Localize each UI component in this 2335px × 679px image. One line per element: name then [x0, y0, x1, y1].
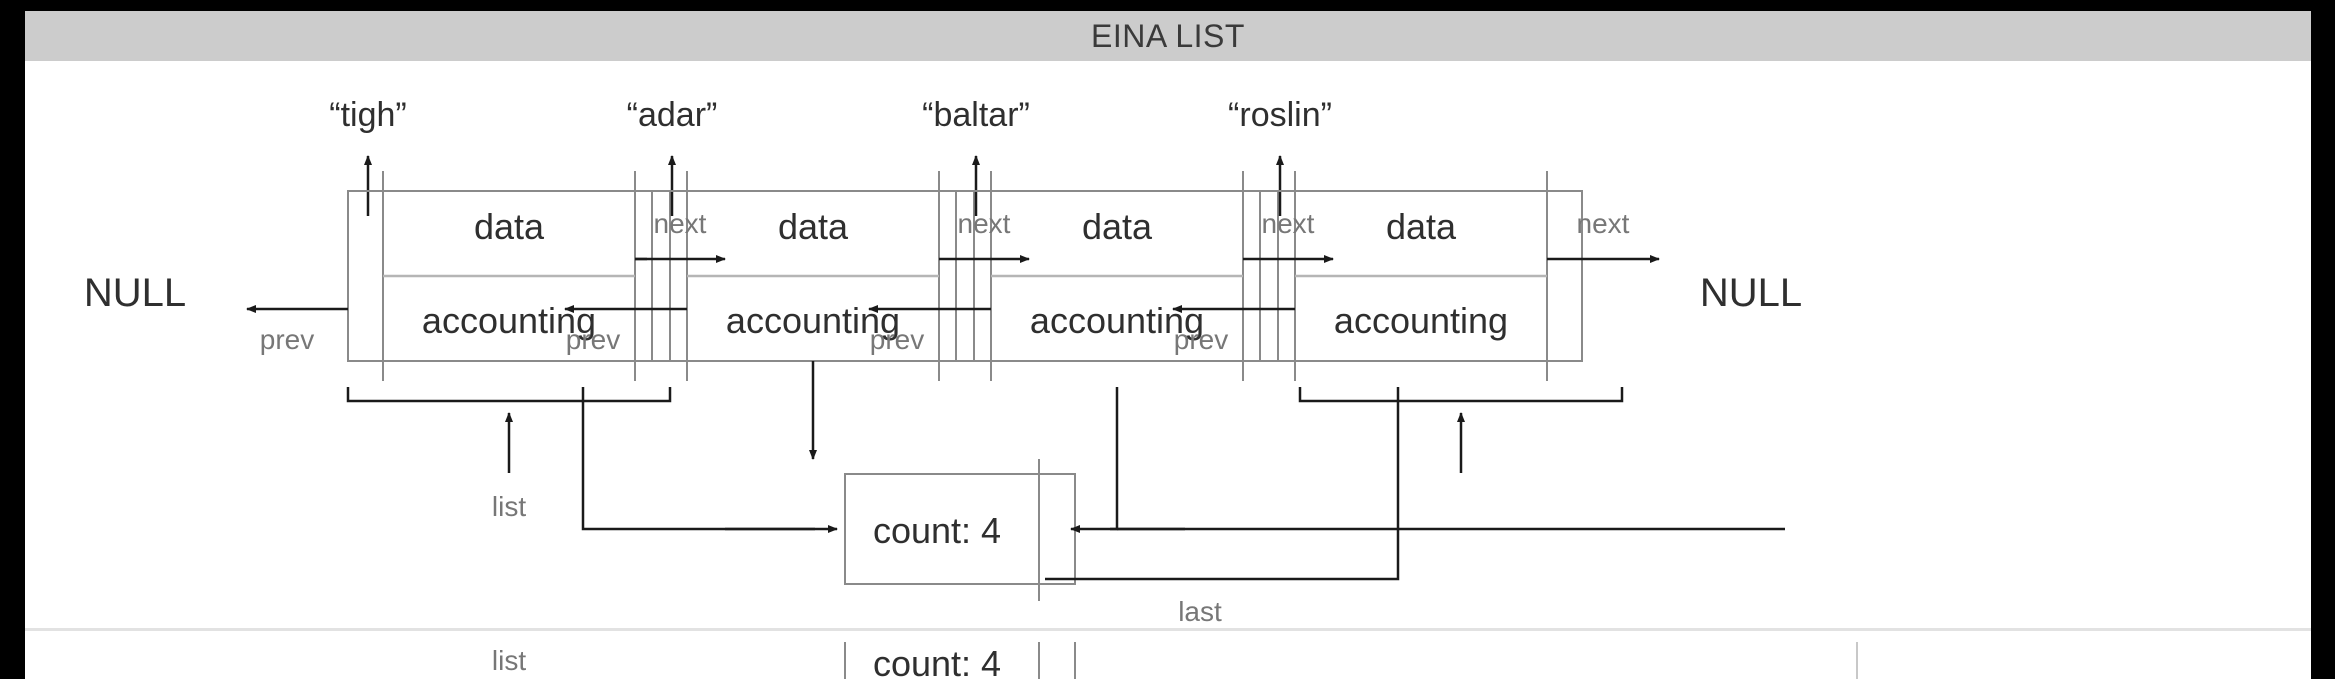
strip-divider [25, 628, 2311, 631]
prev-label: prev [1174, 324, 1228, 355]
list-to-count-line [581, 387, 815, 531]
node-baltar[interactable]: “baltar” data accounting [922, 96, 1279, 381]
linked-list-svg: “tigh” data accounting “adar” [84, 96, 1802, 627]
node-data-label: data [1386, 206, 1457, 247]
next-pointers: next next next next [635, 208, 1660, 263]
node-box [1259, 190, 1583, 362]
node-key-label: “baltar” [922, 96, 1030, 134]
page-title: EINA LIST [1091, 17, 1245, 54]
node-data-label: data [778, 206, 849, 247]
node-adar[interactable]: “adar” data accounting [627, 96, 975, 381]
null-terminator-left: NULL [84, 271, 186, 315]
node-data-label: data [1082, 206, 1153, 247]
node-box [347, 190, 671, 362]
count-label: count: 4 [873, 510, 1001, 551]
list-label-clipped: list [492, 645, 526, 676]
node3-to-count-line [1110, 387, 1119, 531]
prev-pointers: prev prev prev prev [246, 305, 1295, 355]
last-label: last [1178, 596, 1222, 627]
prev-label: prev [260, 324, 314, 355]
node-accounting-label: accounting [1334, 300, 1508, 341]
last-pointer-group: last [1045, 387, 1624, 627]
lower-clipped-strip: list count: 4 [25, 628, 2311, 679]
next-label: next [958, 208, 1011, 239]
next-label: next [1262, 208, 1315, 239]
node-roslin[interactable]: “roslin” data accounting [1228, 96, 1583, 381]
node-key-label: “roslin” [1228, 96, 1332, 134]
null-terminator-right: NULL [1700, 271, 1802, 315]
clipped-diagram-svg: list count: 4 [492, 642, 1858, 679]
list-pointer-group: list [346, 387, 838, 533]
prev-label: prev [566, 324, 620, 355]
node-box [955, 190, 1279, 362]
diagram-page: EINA LIST “tigh” data acc [25, 11, 2311, 679]
list-bracket [346, 387, 672, 403]
diagram-canvas: “tigh” data accounting “adar” [25, 61, 2311, 679]
accounting-count-box[interactable]: count: 4 [844, 459, 1076, 601]
node-key-label: “adar” [627, 96, 718, 134]
last-to-count-line [1045, 387, 1400, 581]
node-key-label: “tigh” [329, 96, 406, 134]
node-data-label: data [474, 206, 545, 247]
prev-label: prev [870, 324, 924, 355]
next-label: next [1577, 208, 1630, 239]
window-titlebar: EINA LIST [25, 11, 2311, 61]
list-label: list [492, 491, 526, 522]
last-bracket [1298, 387, 1624, 403]
count-label-clipped: count: 4 [873, 643, 1001, 679]
next-label: next [654, 208, 707, 239]
